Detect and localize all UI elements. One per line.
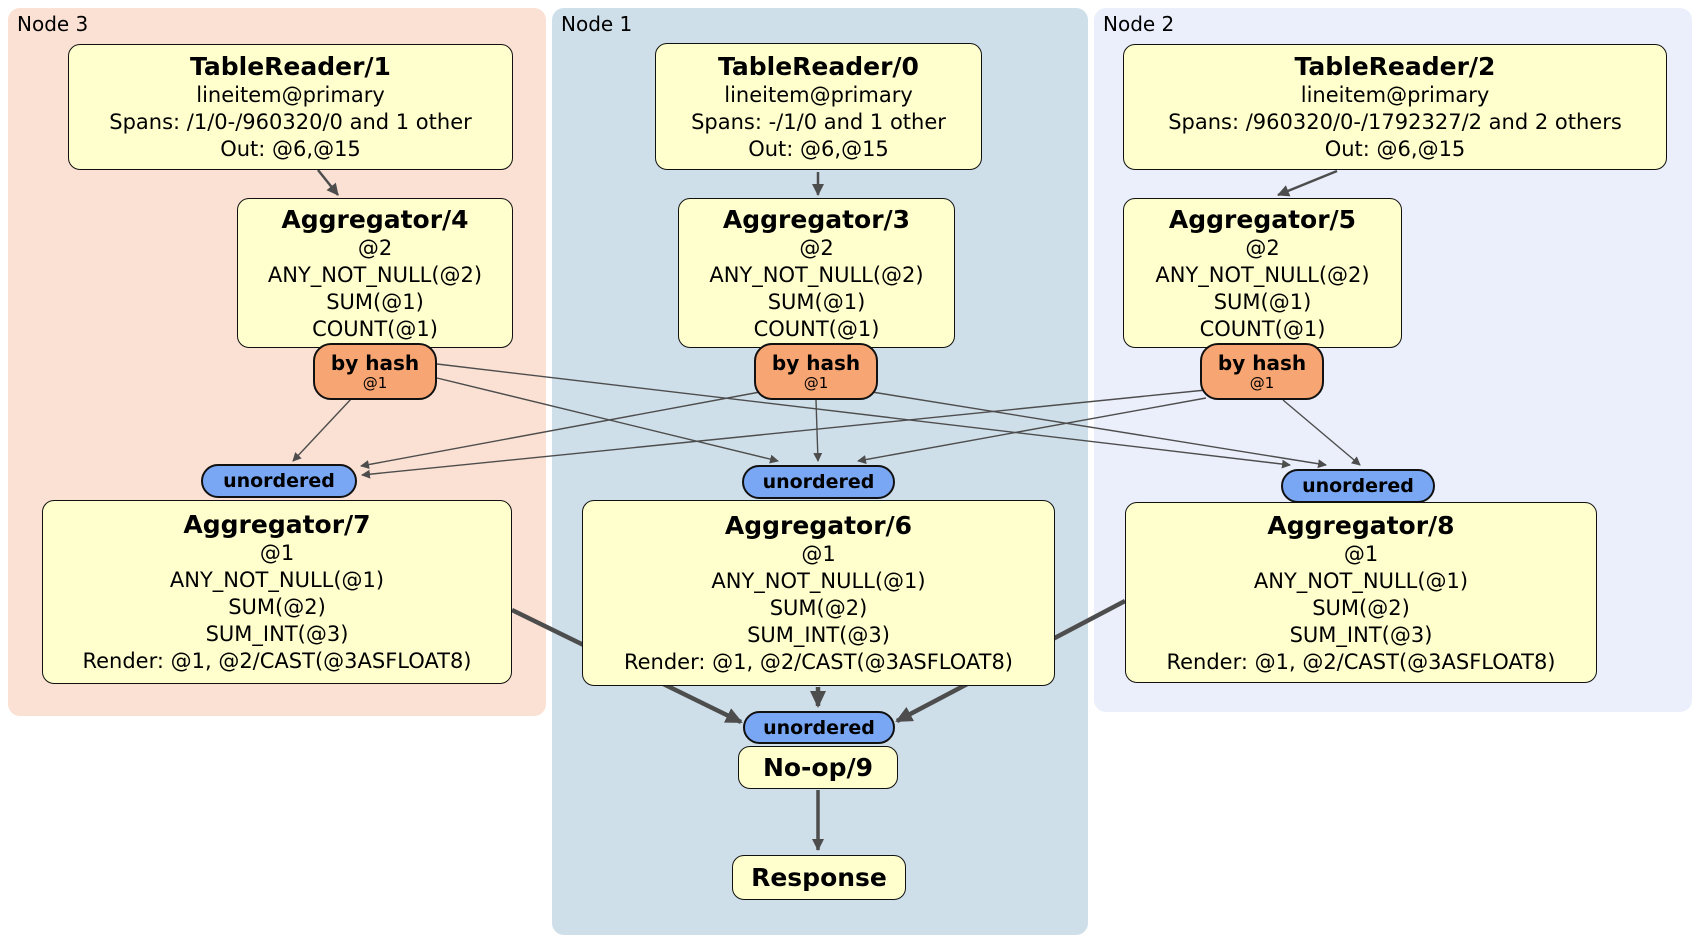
tablereader-2-box: TableReader/2 lineitem@primary Spans: /9… (1123, 44, 1667, 170)
aggregator-7-fn-3: SUM_INT(@3) (205, 622, 349, 646)
response-title: Response (751, 863, 887, 892)
hash-router-3: by hash @1 (754, 343, 878, 400)
aggregator-3-groupcols: @2 (799, 235, 834, 260)
hash-router-3-cols: @1 (803, 374, 829, 392)
aggregator-8-groupcols: @1 (1343, 541, 1379, 566)
aggregator-6-fn-2: SUM(@2) (769, 596, 868, 620)
aggregator-7-fn-2: SUM(@2) (228, 595, 326, 619)
tablereader-2-title: TableReader/2 (1294, 52, 1496, 81)
aggregator-4-box: Aggregator/4 @2 ANY_NOT_NULL(@2) SUM(@1)… (237, 198, 513, 348)
tablereader-0-box: TableReader/0 lineitem@primary Spans: -/… (655, 43, 982, 170)
aggregator-8-title: Aggregator/8 (1267, 510, 1455, 540)
tablereader-2-spans: Spans: /960320/0-/1792327/2 and 2 others (1168, 110, 1622, 134)
edge-hash4-sync7 (292, 397, 353, 462)
aggregator-4-fn-1: ANY_NOT_NULL(@2) (267, 262, 483, 287)
aggregator-5-fn-3: COUNT(@1) (1199, 316, 1326, 341)
aggregator-5-fn-2: SUM(@1) (1213, 289, 1312, 314)
tablereader-1-spans: Spans: /1/0-/960320/0 and 1 other (109, 110, 472, 134)
aggregator-7-box: Aggregator/7 @1 ANY_NOT_NULL(@1) SUM(@2)… (42, 500, 512, 684)
aggregator-8-fn-3: SUM_INT(@3) (1289, 622, 1433, 647)
noop-9-box: No-op/9 (738, 746, 898, 789)
aggregator-7-render: Render: @1, @2/CAST(@3ASFLOAT8) (82, 649, 472, 673)
aggregator-7-groupcols: @1 (259, 541, 295, 565)
hash-router-4-label: by hash (330, 351, 420, 375)
node-1-label: Node 1 (561, 12, 633, 36)
aggregator-6-render: Render: @1, @2/CAST(@3ASFLOAT8) (623, 650, 1014, 674)
hash-router-4: by hash @1 (313, 343, 437, 400)
aggregator-8-box: Aggregator/8 @1 ANY_NOT_NULL(@1) SUM(@2)… (1125, 502, 1597, 683)
aggregator-6-fn-1: ANY_NOT_NULL(@1) (711, 569, 926, 593)
aggregator-3-fn-1: ANY_NOT_NULL(@2) (709, 262, 924, 287)
edge-tr2-agg5 (1277, 169, 1338, 197)
tablereader-2-out: Out: @6,@15 (1324, 137, 1466, 161)
edge-hash3-sync8 (871, 391, 1327, 469)
unordered-sync-final: unordered (743, 711, 895, 744)
tablereader-2-index: lineitem@primary (1300, 83, 1490, 107)
edge-hash5-sync7 (361, 389, 1207, 479)
hash-router-3-label: by hash (771, 351, 861, 375)
tablereader-1-out: Out: @6,@15 (220, 137, 361, 161)
tablereader-1-index: lineitem@primary (196, 83, 385, 107)
aggregator-4-fn-2: SUM(@1) (326, 289, 424, 314)
aggregator-5-title: Aggregator/5 (1168, 204, 1357, 234)
unordered-sync-8: unordered (1281, 469, 1435, 503)
edge-hash4-sync8 (436, 363, 1291, 469)
aggregator-3-fn-2: SUM(@1) (767, 289, 866, 314)
node-3-label: Node 3 (17, 12, 89, 36)
node-2-label: Node 2 (1103, 12, 1175, 36)
aggregator-5-groupcols: @2 (1245, 235, 1280, 260)
tablereader-0-out: Out: @6,@15 (748, 136, 889, 161)
hash-router-5-label: by hash (1217, 351, 1307, 375)
aggregator-4-title: Aggregator/4 (281, 204, 469, 234)
aggregator-8-fn-1: ANY_NOT_NULL(@1) (1253, 568, 1469, 593)
hash-router-5: by hash @1 (1200, 343, 1324, 400)
aggregator-4-groupcols: @2 (357, 235, 393, 260)
edge-hash4-sync6 (436, 377, 779, 464)
aggregator-7-fn-1: ANY_NOT_NULL(@1) (169, 568, 385, 592)
hash-router-4-cols: @1 (362, 374, 388, 392)
tablereader-0-title: TableReader/0 (718, 51, 919, 81)
aggregator-8-render: Render: @1, @2/CAST(@3ASFLOAT8) (1166, 649, 1556, 674)
unordered-sync-7: unordered (201, 464, 357, 498)
tablereader-0-spans: Spans: -/1/0 and 1 other (691, 109, 946, 134)
edge-hash3-sync6 (813, 399, 823, 462)
aggregator-4-fn-3: COUNT(@1) (312, 316, 438, 341)
tablereader-1-box: TableReader/1 lineitem@primary Spans: /1… (68, 44, 513, 170)
aggregator-6-box: Aggregator/6 @1 ANY_NOT_NULL(@1) SUM(@2)… (582, 500, 1055, 686)
aggregator-6-groupcols: @1 (801, 542, 836, 566)
edge-hash5-sync6 (857, 397, 1207, 465)
aggregator-6-fn-3: SUM_INT(@3) (747, 623, 890, 647)
response-box: Response (732, 855, 906, 900)
aggregator-3-box: Aggregator/3 @2 ANY_NOT_NULL(@2) SUM(@1)… (678, 198, 955, 348)
aggregator-3-title: Aggregator/3 (722, 204, 911, 234)
tablereader-1-title: TableReader/1 (190, 52, 391, 81)
tablereader-0-index: lineitem@primary (724, 82, 913, 107)
aggregator-8-fn-2: SUM(@2) (1312, 595, 1410, 620)
edge-hash3-sync7 (360, 391, 761, 469)
aggregator-3-fn-3: COUNT(@1) (753, 316, 880, 341)
noop-9-title: No-op/9 (762, 753, 874, 782)
unordered-sync-6: unordered (742, 465, 895, 499)
hash-router-5-cols: @1 (1249, 374, 1275, 392)
aggregator-7-title: Aggregator/7 (183, 510, 371, 539)
aggregator-5-fn-1: ANY_NOT_NULL(@2) (1155, 262, 1370, 287)
edge-hash5-sync8 (1282, 399, 1361, 466)
edge-tr1-agg4 (317, 169, 339, 196)
aggregator-5-box: Aggregator/5 @2 ANY_NOT_NULL(@2) SUM(@1)… (1123, 198, 1402, 348)
aggregator-6-title: Aggregator/6 (724, 511, 913, 540)
